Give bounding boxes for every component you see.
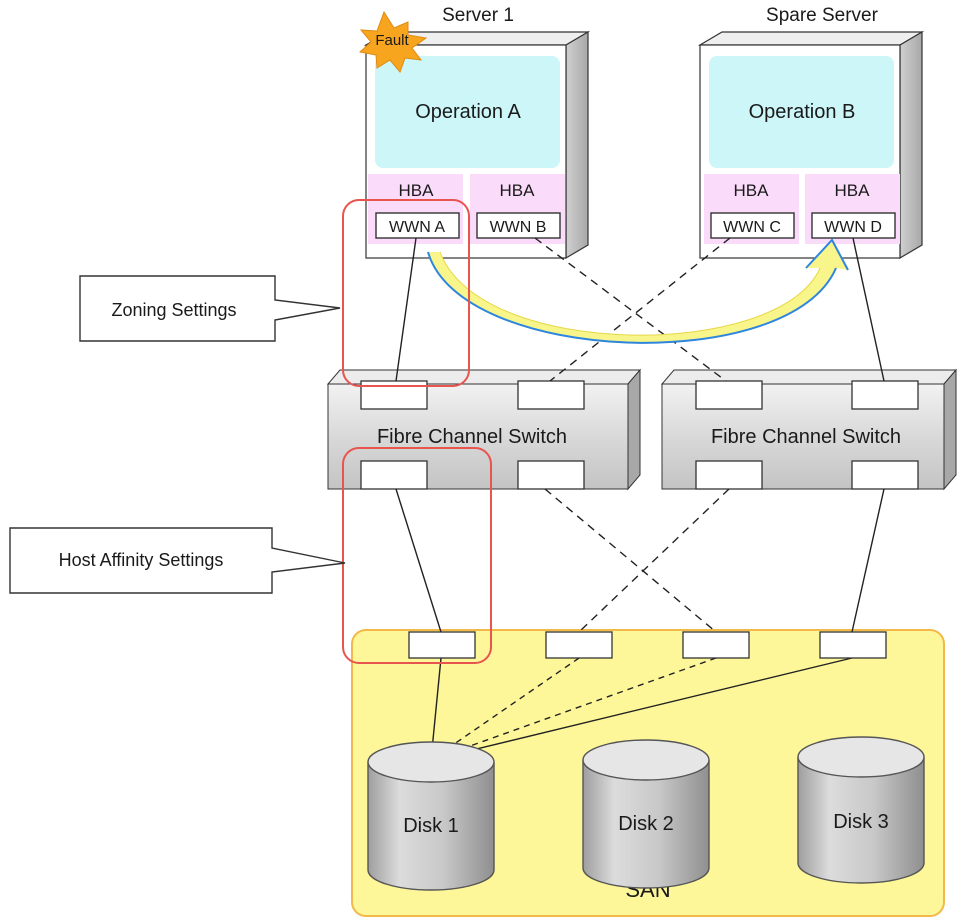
dashed-link	[430, 657, 580, 761]
solid-link	[395, 488, 442, 633]
wwn-d-port	[811, 212, 896, 239]
wwn-c-port	[710, 212, 795, 239]
disk-2-label: Disk 2	[618, 813, 674, 835]
switch-2-label: Fibre Channel Switch	[711, 426, 901, 448]
host-affinity-callout: Host Affinity Settings	[9, 527, 346, 594]
operation-b-label: Operation B	[749, 101, 856, 123]
hba-label: HBA	[835, 181, 871, 200]
host-affinity-callout-label: Host Affinity Settings	[59, 550, 224, 570]
host-affinity-highlight	[342, 447, 492, 664]
switch-port	[695, 460, 763, 490]
operation-b-panel	[709, 56, 894, 168]
san-port	[819, 631, 887, 659]
disk-2: Disk 2	[582, 739, 710, 889]
wwn-a-port	[375, 212, 460, 239]
operation-a-label: Operation A	[415, 101, 521, 123]
wwn-b-port	[476, 212, 561, 239]
failover-arrow	[427, 238, 849, 344]
switch-port	[517, 460, 585, 490]
dashed-link	[549, 237, 731, 382]
wwn-b-label: WWN B	[490, 219, 547, 236]
switch-port	[517, 380, 585, 410]
dashed-link	[544, 488, 717, 633]
wwn-d-label: WWN D	[824, 219, 882, 236]
san-port	[682, 631, 750, 659]
solid-link	[395, 237, 417, 382]
hba-label: HBA	[734, 181, 770, 200]
switch-port	[851, 460, 919, 490]
hba-label: HBA	[500, 181, 536, 200]
zoning-highlight	[342, 199, 470, 387]
san-ports	[408, 631, 887, 659]
san-port	[408, 631, 476, 659]
disk-1: Disk 1	[367, 741, 495, 891]
server-1-title: Server 1	[442, 5, 514, 26]
wwn-a-label: WWN A	[389, 219, 445, 236]
server-1: Server 1 Operation A HBA HBA WWN A WWN B	[363, 5, 591, 260]
switch-port	[851, 380, 919, 410]
hba-label: HBA	[399, 181, 435, 200]
wwn-c-label: WWN C	[723, 219, 781, 236]
solid-link	[852, 237, 885, 382]
zoning-callout-label: Zoning Settings	[111, 300, 236, 320]
fibre-channel-switch-2: Fibre Channel Switch	[660, 368, 958, 491]
switch-1-label: Fibre Channel Switch	[377, 426, 567, 448]
fault-label: Fault	[375, 32, 409, 49]
switch-port	[360, 460, 428, 490]
fibre-channel-switch-1: Fibre Channel Switch	[326, 368, 642, 491]
dashed-link	[534, 237, 727, 382]
san-port	[545, 631, 613, 659]
spare-server: Spare Server Operation B HBA HBA WWN C W…	[697, 5, 925, 260]
fault-burst-icon: Fault	[358, 10, 428, 73]
solid-link	[430, 657, 853, 761]
zoning-callout: Zoning Settings	[79, 275, 341, 342]
dashed-link	[578, 488, 730, 633]
operation-a-panel	[375, 56, 560, 168]
spare-server-title: Spare Server	[766, 5, 879, 26]
disk-1-label: Disk 1	[403, 815, 459, 837]
disk-3-label: Disk 3	[833, 811, 889, 833]
solid-link	[851, 488, 885, 633]
disk-3: Disk 3	[797, 736, 925, 884]
switch-port	[695, 380, 763, 410]
